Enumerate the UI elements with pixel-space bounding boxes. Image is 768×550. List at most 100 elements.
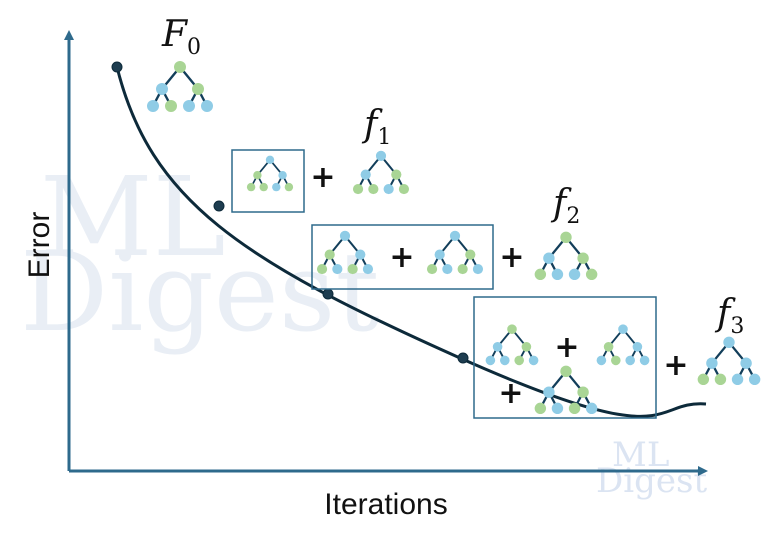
tree-node — [568, 268, 581, 281]
tree-node — [398, 183, 410, 195]
decision-tree-icon — [697, 336, 761, 386]
tree-node — [492, 342, 503, 352]
tree-node — [362, 263, 374, 275]
label-f0: F0 — [161, 14, 201, 60]
decision-tree-icon — [534, 231, 598, 281]
watermark-corner-line2: Digest — [596, 461, 707, 501]
label-f1-sub: 1 — [377, 125, 391, 150]
decision-tree-icon — [426, 230, 484, 275]
label-f0-base: F — [161, 14, 189, 55]
tree-node — [723, 336, 735, 348]
tree-node — [272, 182, 281, 192]
x-axis-label: Iterations — [324, 488, 447, 521]
decision-tree-icon — [147, 61, 213, 112]
tree-node — [465, 249, 476, 260]
curve-point — [111, 61, 123, 73]
watermark-corner-line1: ML — [612, 435, 669, 475]
watermark-logo-corner: ML Digest — [596, 435, 707, 501]
label-f2: f2 — [550, 183, 580, 229]
tree-node — [507, 324, 517, 335]
tree-node — [375, 150, 387, 161]
tree-node — [449, 230, 461, 241]
tree-node — [265, 155, 275, 164]
tree-node — [534, 268, 547, 281]
tree-node — [639, 355, 650, 366]
tree-node — [560, 231, 572, 243]
ensemble-box-3 — [473, 296, 657, 419]
tree-node — [740, 357, 752, 369]
tree-node — [246, 182, 256, 192]
tree-node — [391, 169, 402, 180]
tree-node — [165, 100, 177, 112]
tree-icons — [147, 61, 761, 415]
tree-node — [360, 169, 371, 180]
curve-points — [111, 61, 469, 364]
tree-node — [514, 355, 524, 366]
curve-point — [322, 288, 334, 300]
tree-node — [714, 373, 727, 386]
tree-node — [347, 263, 358, 275]
plus-sign: + — [310, 160, 335, 195]
tree-node — [618, 324, 628, 335]
label-f3-sub: 3 — [730, 314, 744, 339]
tree-node — [543, 386, 555, 398]
plus-sign: + — [663, 348, 688, 383]
tree-node — [278, 171, 287, 180]
tree-node — [577, 386, 589, 398]
label-f2-sub: 2 — [566, 204, 580, 229]
tree-node — [632, 342, 643, 352]
tree-node — [611, 355, 621, 366]
watermark-line1: ML — [40, 153, 226, 281]
error-curve — [115, 66, 707, 418]
tree-node — [577, 252, 589, 264]
tree-node — [183, 100, 195, 112]
tree-node — [332, 263, 343, 275]
label-f3: f3 — [714, 293, 744, 339]
tree-node — [339, 230, 351, 241]
tree-node — [442, 263, 453, 275]
curve-point — [457, 352, 469, 364]
tree-node — [521, 342, 532, 352]
tree-node — [192, 83, 204, 95]
tree-node — [585, 268, 598, 281]
ensemble-box-1 — [231, 149, 305, 213]
tree-node — [201, 100, 213, 112]
decision-tree-icon — [534, 365, 598, 415]
y-axis-label: Error — [23, 212, 56, 279]
plus-sign: + — [499, 240, 524, 275]
decision-tree-icon — [352, 150, 410, 195]
tree-node — [383, 183, 394, 195]
tree-node — [534, 402, 547, 415]
tree-node — [284, 182, 294, 192]
plus-sign: + — [554, 330, 579, 365]
tree-node — [324, 249, 335, 260]
tree-node — [253, 171, 262, 180]
tree-node — [596, 355, 607, 366]
tree-node — [434, 249, 445, 260]
decision-tree-icon — [596, 324, 650, 366]
decision-tree-icon — [485, 324, 539, 366]
label-f1: f1 — [361, 104, 391, 150]
curve-point — [213, 200, 225, 212]
tree-node — [560, 365, 572, 377]
tree-node — [174, 61, 186, 73]
tree-node — [551, 402, 564, 415]
tree-node — [748, 373, 761, 386]
tree-node — [472, 263, 484, 275]
ensemble-box-2 — [311, 224, 494, 290]
tree-node — [316, 263, 328, 275]
tree-node — [528, 355, 539, 366]
tree-node — [585, 402, 598, 415]
tree-node — [543, 252, 555, 264]
decision-tree-icon — [316, 230, 374, 275]
tree-node — [603, 342, 614, 352]
tree-node — [731, 373, 744, 386]
tree-node — [551, 268, 564, 281]
tree-node — [706, 357, 718, 369]
plus-sign: + — [389, 240, 414, 275]
tree-node — [568, 402, 581, 415]
tree-node — [368, 183, 379, 195]
label-f0-sub: 0 — [187, 35, 201, 60]
plus-sign: + — [498, 376, 523, 411]
